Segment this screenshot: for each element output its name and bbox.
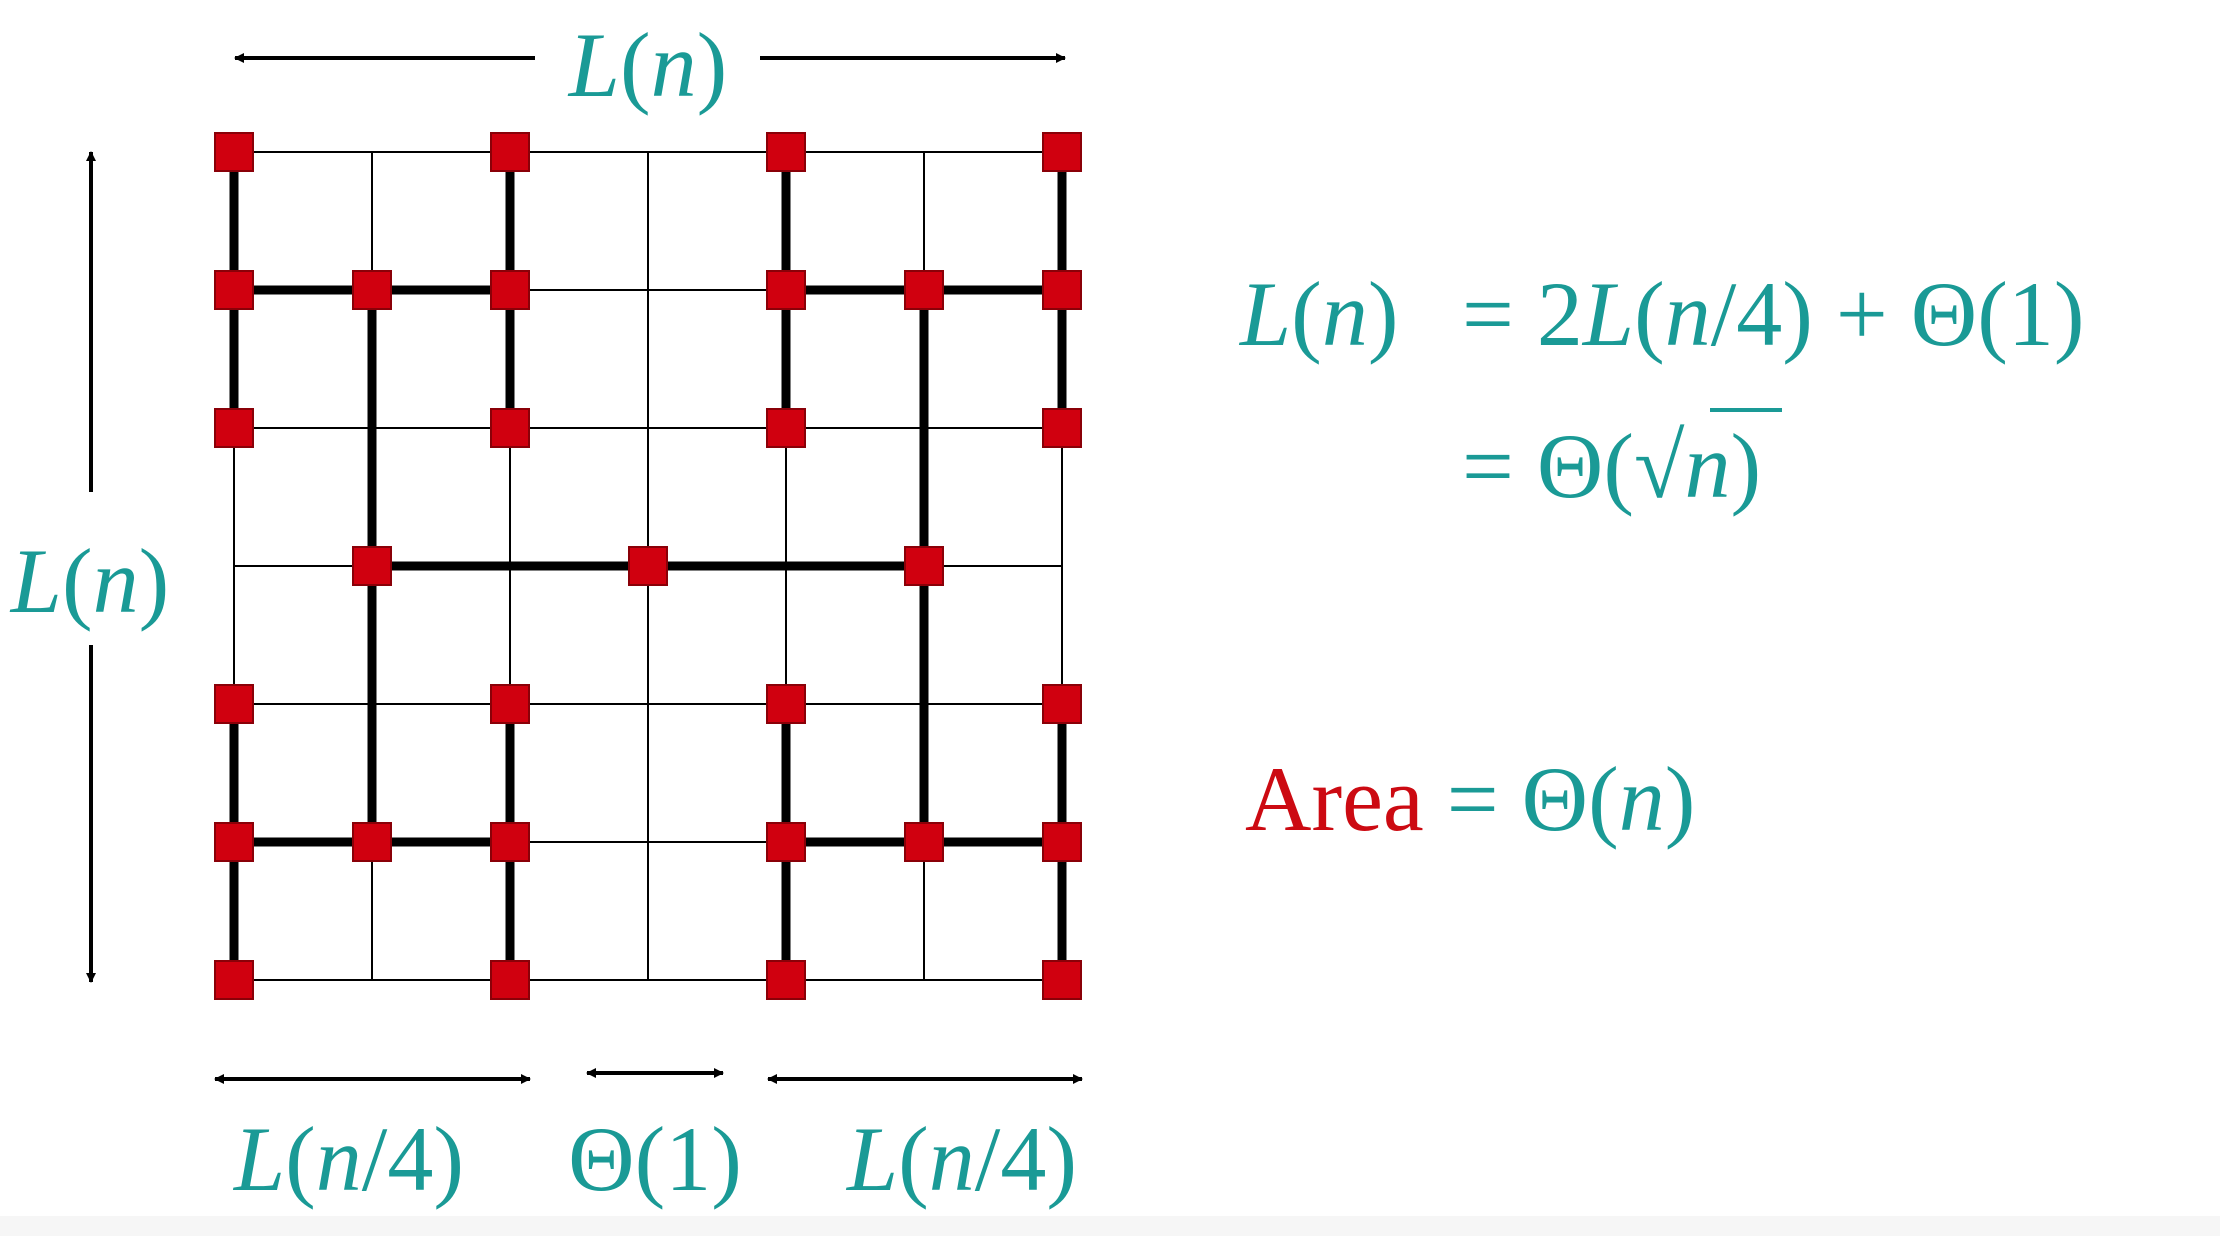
processor-node: [352, 546, 392, 586]
processor-node: [766, 822, 806, 862]
processor-node: [352, 270, 392, 310]
processor-node: [766, 684, 806, 724]
processor-node: [1042, 960, 1082, 1000]
processor-node: [490, 270, 530, 310]
processor-node: [214, 822, 254, 862]
bottom-left-label: L(n/4): [232, 1108, 464, 1210]
top-dimension-label: L(n): [567, 14, 727, 116]
processor-node: [904, 822, 944, 862]
dimension-arrows: [86, 53, 1083, 1084]
area-statement: Area = Θ(n): [1245, 748, 1695, 850]
h-tree-nodes: [214, 132, 1082, 1000]
dimension-labels: L(n) L(n) L(n/4) Θ(1) L(n/4): [0, 10, 1077, 1210]
processor-node: [904, 270, 944, 310]
processor-node: [1042, 270, 1082, 310]
processor-node: [214, 684, 254, 724]
recurrence-lhs: L(n): [1238, 263, 1398, 365]
processor-node: [766, 408, 806, 448]
processor-node: [490, 132, 530, 172]
processor-node: [490, 960, 530, 1000]
bottom-right-label: L(n/4): [845, 1108, 1077, 1210]
processor-node: [490, 684, 530, 724]
processor-node: [1042, 408, 1082, 448]
processor-node: [1042, 132, 1082, 172]
processor-node: [766, 270, 806, 310]
processor-node: [628, 546, 668, 586]
processor-node: [1042, 822, 1082, 862]
processor-node: [766, 132, 806, 172]
area-word: Area: [1245, 748, 1424, 850]
recurrence-equations: L(n) = 2L(n/4) + Θ(1) = Θ(√n): [1238, 263, 2085, 517]
processor-node: [766, 960, 806, 1000]
processor-node: [904, 546, 944, 586]
processor-node: [214, 270, 254, 310]
processor-node: [352, 822, 392, 862]
recurrence-rhs-line2: = Θ(√n): [1462, 415, 1761, 517]
recurrence-rhs-line1: = 2L(n/4) + Θ(1): [1462, 263, 2085, 365]
bottom-strip: [0, 1216, 2220, 1236]
processor-node: [490, 822, 530, 862]
bottom-middle-label: Θ(1): [568, 1108, 742, 1210]
processor-node: [214, 408, 254, 448]
radicand: n: [1684, 415, 1730, 517]
processor-node: [490, 408, 530, 448]
processor-node: [214, 132, 254, 172]
processor-node: [214, 960, 254, 1000]
left-dimension-label: L(n): [9, 530, 169, 632]
processor-node: [1042, 684, 1082, 724]
